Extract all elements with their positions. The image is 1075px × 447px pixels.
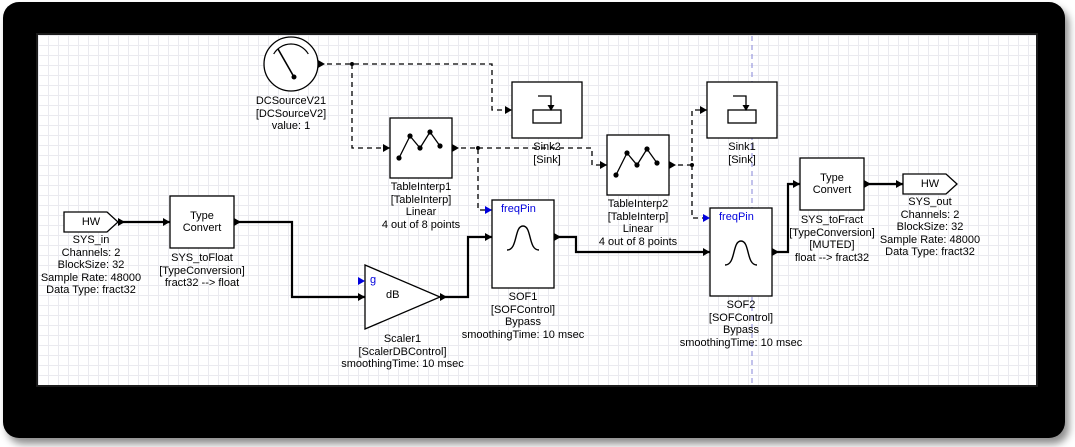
gauge-arc-icon (273, 43, 309, 55)
wire-ctrl-2[interactable] (351, 64, 390, 149)
signal-pin[interactable] (896, 180, 903, 188)
control-pin[interactable] (358, 277, 365, 285)
signal-pin[interactable] (118, 218, 125, 226)
signal-pin[interactable] (793, 180, 800, 188)
interpolation-point-icon (613, 172, 619, 178)
interpolation-point-icon (644, 146, 650, 152)
sink-arrow-icon (733, 95, 747, 106)
signal-pin[interactable] (703, 248, 710, 256)
signal-pin[interactable] (669, 161, 676, 169)
block-sys-tofract[interactable] (799, 157, 865, 211)
signal-pin[interactable] (864, 180, 871, 188)
sink-box-icon (727, 109, 757, 124)
filter-response-icon (724, 240, 758, 266)
interpolation-point-icon (634, 162, 640, 168)
wire-junction (690, 163, 694, 167)
block-scaler1[interactable] (364, 264, 442, 330)
signal-pin[interactable] (318, 60, 325, 68)
block-dcsourcev21[interactable] (263, 36, 319, 92)
block-sys-out[interactable] (902, 173, 958, 195)
sink-arrowhead-icon (547, 105, 555, 111)
signal-pin[interactable] (440, 293, 447, 301)
signal-pin[interactable] (383, 144, 390, 152)
signal-pin[interactable] (700, 106, 707, 114)
sink-arrowhead-icon (742, 105, 750, 111)
signal-pin[interactable] (600, 161, 607, 169)
block-sof1[interactable] (491, 199, 555, 289)
wire-ctrl-3[interactable] (452, 147, 492, 211)
wire-main-2[interactable] (234, 220, 365, 299)
sink-arrow-icon (538, 95, 552, 106)
signal-pin[interactable] (358, 293, 365, 301)
filter-response-icon (506, 225, 540, 251)
signal-pin[interactable] (554, 233, 561, 241)
interpolation-point-icon (417, 145, 423, 151)
interpolation-point-icon (654, 160, 660, 166)
wire-main-5[interactable] (772, 182, 800, 254)
interpolation-point-icon (624, 150, 630, 156)
block-sof2[interactable] (709, 207, 773, 297)
wire-junction (476, 146, 480, 150)
wire-ctrl-5[interactable] (669, 109, 707, 166)
wire-main-3[interactable] (440, 235, 492, 299)
wire-main-4[interactable] (554, 235, 710, 254)
wire-junction (350, 62, 354, 66)
gauge-needle-icon (277, 48, 295, 78)
gauge-pivot-icon (291, 74, 297, 80)
interpolation-point-icon (437, 143, 443, 149)
block-sink2[interactable] (511, 81, 583, 139)
sink-box-icon (532, 109, 562, 124)
interpolation-point-icon (407, 133, 413, 139)
signal-pin[interactable] (505, 106, 512, 114)
wire-ctrl-4[interactable] (478, 147, 607, 166)
block-sys-tofloat[interactable] (169, 195, 235, 249)
signal-pin[interactable] (163, 218, 170, 226)
wire-ctrl-6[interactable] (691, 165, 710, 219)
signal-pin[interactable] (485, 233, 492, 241)
control-pin[interactable] (703, 214, 710, 222)
control-pin[interactable] (485, 206, 492, 214)
block-sys-in[interactable] (63, 211, 119, 233)
signal-pin[interactable] (234, 218, 241, 226)
signal-pin[interactable] (452, 144, 459, 152)
interpolation-point-icon (427, 129, 433, 135)
signal-pin[interactable] (772, 248, 779, 256)
wire-ctrl-1[interactable] (318, 63, 512, 111)
interpolation-point-icon (396, 155, 402, 161)
